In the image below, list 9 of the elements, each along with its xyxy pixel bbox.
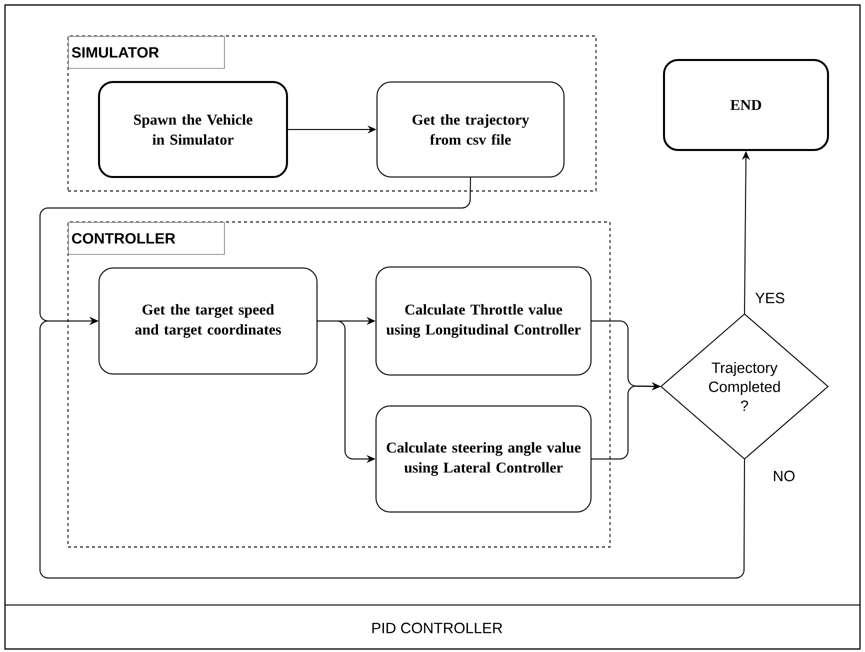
process-box: END bbox=[663, 59, 829, 151]
process-box: Get the trajectory from csv file bbox=[376, 82, 564, 178]
process-box: Calculate Throttle value using Longitudinal Controller bbox=[376, 266, 592, 376]
edge-label: YES bbox=[754, 292, 786, 304]
edge-label: NO bbox=[772, 470, 796, 482]
arrow bbox=[40, 316, 745, 578]
process-box: Calculate steering angle value using Lateral Controller bbox=[376, 406, 592, 512]
process-box: Spawn the Vehicle in Simulator bbox=[98, 81, 288, 178]
process-box: Get the target speed and target coordinates bbox=[98, 268, 318, 374]
